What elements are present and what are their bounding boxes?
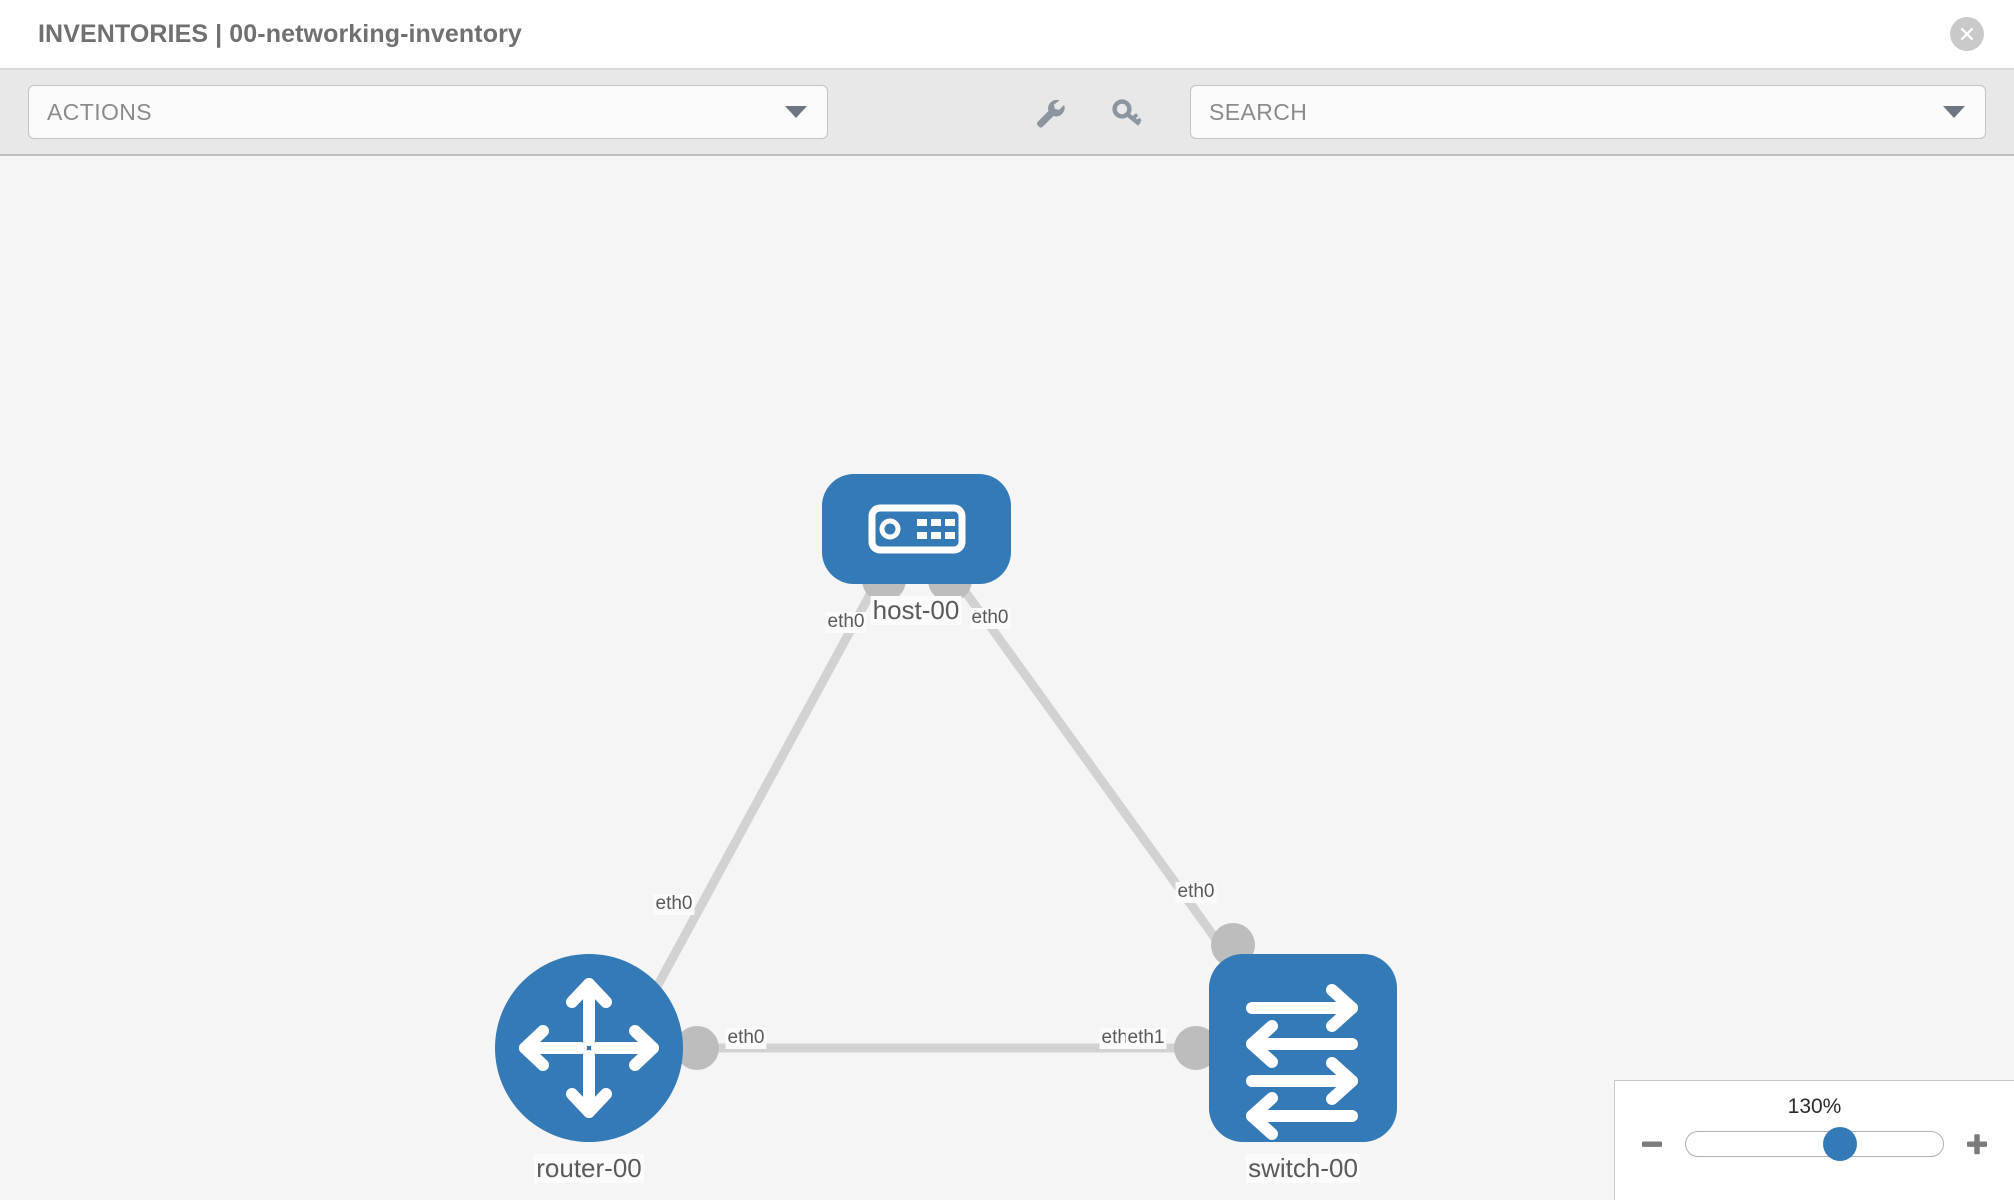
actions-dropdown-label: ACTIONS <box>47 98 153 125</box>
topology-canvas[interactable]: eth0 eth0 eth0 eth0 eth0 eth0 eth1 host-… <box>0 156 2014 1200</box>
actions-dropdown[interactable]: ACTIONS <box>28 85 828 139</box>
port-switch00-left[interactable] <box>1174 1026 1218 1070</box>
close-button[interactable] <box>1950 17 1984 51</box>
node-label-host-00: host-00 <box>870 595 962 625</box>
wrench-icon <box>1036 99 1065 128</box>
edge-host00-router00[interactable] <box>636 573 884 1021</box>
node-host-00[interactable] <box>822 474 1011 584</box>
iface-label: eth0 <box>825 611 867 633</box>
iface-label: eth0 <box>1175 881 1217 903</box>
switch-icon <box>1246 984 1358 1140</box>
window-header: INVENTORIES | 00-networking-inventory <box>0 0 2014 70</box>
zoom-slider-thumb[interactable] <box>1823 1127 1858 1161</box>
close-icon <box>1960 27 1974 41</box>
iface-label: eth0 <box>969 607 1011 629</box>
host-icon <box>868 504 966 554</box>
search-input-label: SEARCH <box>1209 98 1308 125</box>
zoom-level-value: 130% <box>1787 1095 1842 1118</box>
zoom-slider-track[interactable] <box>1685 1127 1944 1161</box>
search-input[interactable]: SEARCH <box>1190 85 1986 139</box>
zoom-in-button[interactable] <box>1962 1129 1992 1159</box>
topology-ports <box>675 558 1255 1070</box>
zoom-out-button[interactable] <box>1637 1129 1667 1159</box>
zoom-slider-row <box>1615 1127 2014 1161</box>
router-icon <box>519 978 659 1118</box>
zoom-control-panel: 130% <box>1614 1080 2014 1200</box>
key-button[interactable] <box>1106 91 1148 133</box>
iface-label: eth0 <box>653 893 695 915</box>
plus-icon <box>1967 1134 1987 1155</box>
node-switch-00[interactable] <box>1209 954 1397 1142</box>
chevron-down-icon <box>1943 106 1965 118</box>
port-router00-right[interactable] <box>675 1026 719 1070</box>
minus-icon <box>1642 1141 1662 1147</box>
key-icon <box>1112 99 1142 126</box>
chevron-down-icon <box>785 106 807 118</box>
toolbar-icon-group <box>1028 91 1148 133</box>
node-router-00[interactable] <box>495 954 683 1142</box>
wrench-button[interactable] <box>1028 91 1070 133</box>
iface-label: eth0 <box>725 1027 767 1049</box>
topology-graph <box>495 474 1397 1142</box>
iface-label: eth1 <box>1125 1027 1167 1049</box>
page-title: INVENTORIES | 00-networking-inventory <box>38 19 522 48</box>
node-label-router-00: router-00 <box>534 1153 644 1183</box>
toolbar: ACTIONS SEARCH <box>0 70 2014 156</box>
topology-edges <box>636 573 1232 1053</box>
node-label-switch-00: switch-00 <box>1246 1153 1360 1183</box>
